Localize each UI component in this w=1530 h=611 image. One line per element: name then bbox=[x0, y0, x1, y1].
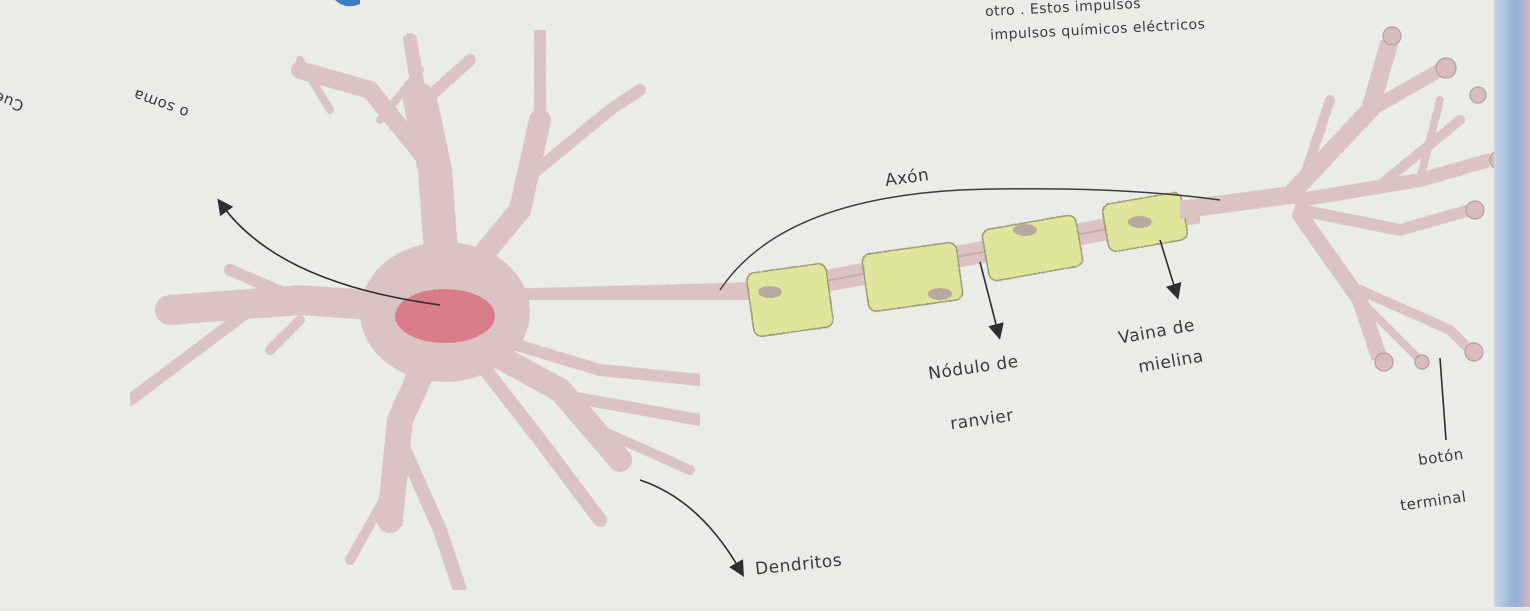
soma-nucleus bbox=[395, 289, 495, 343]
terminal-button bbox=[1375, 353, 1393, 371]
terminal-button bbox=[1466, 201, 1484, 219]
schwann-nucleus bbox=[758, 286, 782, 298]
terminal-button bbox=[1470, 87, 1486, 103]
schwann-nucleus bbox=[928, 288, 952, 300]
terminal-button bbox=[1465, 343, 1483, 361]
page-edge-strip bbox=[1494, 0, 1530, 607]
terminal-button bbox=[1415, 355, 1429, 369]
schwann-nucleus bbox=[1013, 224, 1037, 236]
myelin-segment bbox=[861, 242, 963, 313]
myelin-segment bbox=[746, 263, 834, 338]
terminal-button bbox=[1436, 58, 1456, 78]
schwann-nucleus bbox=[1128, 216, 1152, 228]
terminal-button bbox=[1383, 27, 1401, 45]
